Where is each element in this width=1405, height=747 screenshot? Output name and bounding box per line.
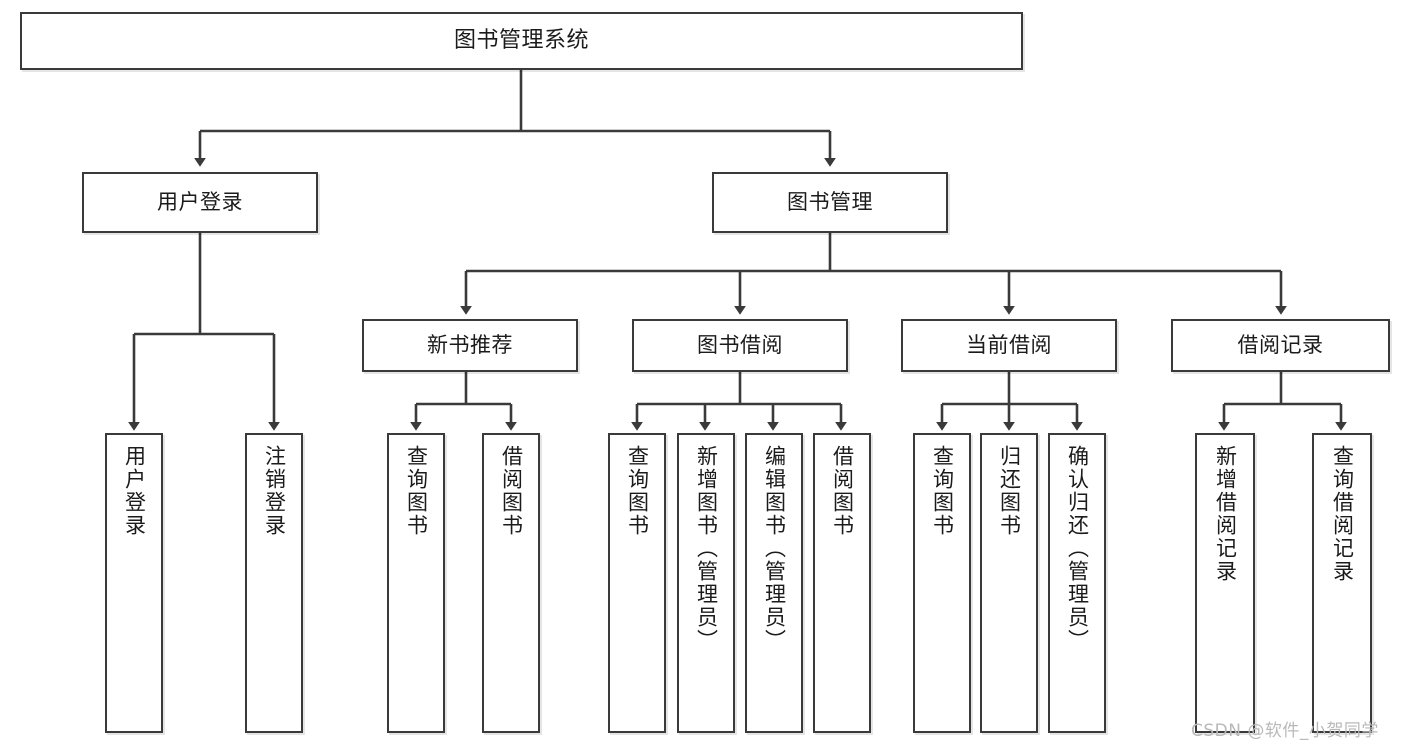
- leaf-query-book-newbook[interactable]: 查询图书: [387, 433, 445, 733]
- leaf-add-borrow-record[interactable]: 新增借阅记录: [1195, 433, 1255, 733]
- node-user-login-label: 用户登录: [157, 190, 243, 215]
- leaf-query-book-borrow-label: 查询图书: [625, 445, 650, 537]
- node-root[interactable]: 图书管理系统: [20, 12, 1023, 70]
- leaf-query-borrow-record-label: 查询借阅记录: [1330, 445, 1355, 583]
- leaf-query-borrow-record[interactable]: 查询借阅记录: [1312, 433, 1372, 733]
- leaf-user-login-label: 用户登录: [122, 445, 147, 537]
- leaf-confirm-return-admin[interactable]: 确认归还（管理员）: [1048, 433, 1106, 733]
- node-user-login[interactable]: 用户登录: [82, 172, 318, 233]
- leaf-borrow-book-label: 借阅图书: [830, 445, 855, 537]
- leaf-edit-book-admin-label: 编辑图书（管理员）: [762, 445, 787, 652]
- node-current-borrow-label: 当前借阅: [966, 333, 1052, 358]
- leaf-query-book-current[interactable]: 查询图书: [913, 433, 971, 733]
- leaf-borrow-book-newbook[interactable]: 借阅图书: [482, 433, 540, 733]
- leaf-user-login[interactable]: 用户登录: [105, 433, 163, 733]
- node-new-book-recommend-label: 新书推荐: [427, 333, 513, 358]
- leaf-logout-label: 注销登录: [262, 445, 287, 537]
- leaf-add-borrow-record-label: 新增借阅记录: [1213, 445, 1238, 583]
- node-borrow-record-label: 借阅记录: [1237, 333, 1324, 358]
- node-current-borrow[interactable]: 当前借阅: [901, 319, 1117, 372]
- node-borrow-record[interactable]: 借阅记录: [1171, 319, 1390, 372]
- leaf-borrow-book-newbook-label: 借阅图书: [499, 445, 524, 537]
- leaf-query-book-current-label: 查询图书: [930, 445, 955, 537]
- node-root-label: 图书管理系统: [453, 28, 589, 54]
- leaf-edit-book-admin[interactable]: 编辑图书（管理员）: [745, 433, 803, 733]
- leaf-query-book-borrow[interactable]: 查询图书: [608, 433, 666, 733]
- node-book-borrow[interactable]: 图书借阅: [632, 319, 848, 372]
- leaf-confirm-return-admin-label: 确认归还（管理员）: [1065, 445, 1090, 652]
- leaf-add-book-admin[interactable]: 新增图书（管理员）: [677, 433, 735, 733]
- leaf-logout[interactable]: 注销登录: [245, 433, 303, 733]
- leaf-add-book-admin-label: 新增图书（管理员）: [694, 445, 719, 652]
- watermark: CSDN @软件_小贺同学: [1191, 721, 1379, 741]
- node-book-manage-label: 图书管理: [787, 190, 873, 215]
- leaf-borrow-book[interactable]: 借阅图书: [813, 433, 871, 733]
- leaf-query-book-newbook-label: 查询图书: [404, 445, 429, 537]
- node-book-manage[interactable]: 图书管理: [712, 172, 948, 233]
- leaf-return-book[interactable]: 归还图书: [980, 433, 1038, 733]
- leaf-return-book-label: 归还图书: [997, 445, 1022, 537]
- node-new-book-recommend[interactable]: 新书推荐: [362, 319, 578, 372]
- node-book-borrow-label: 图书借阅: [697, 333, 783, 358]
